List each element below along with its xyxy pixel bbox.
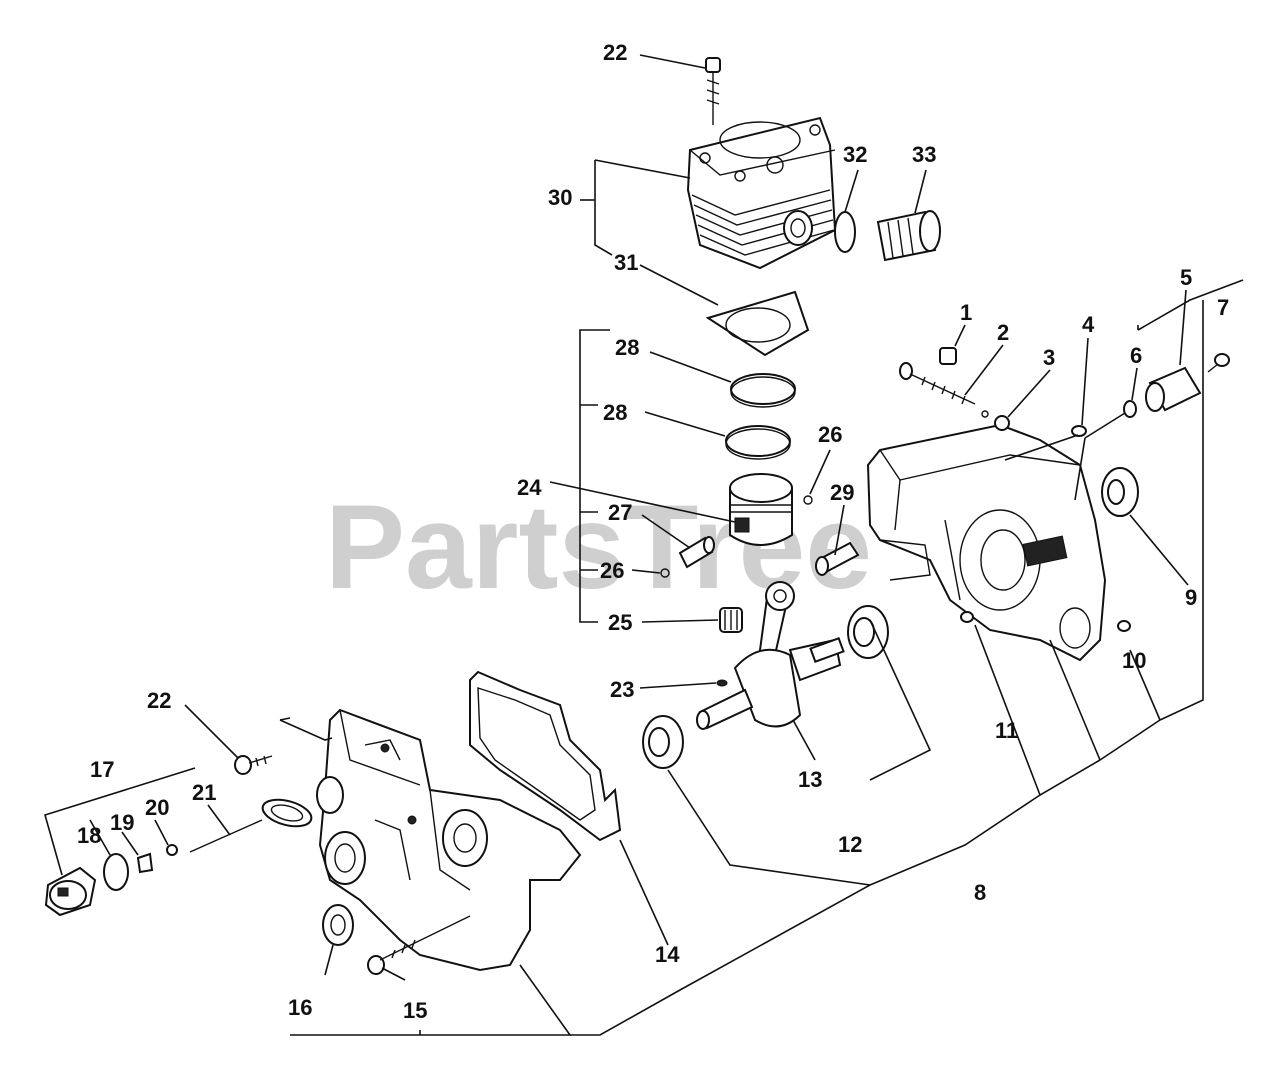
callout-30: 30 (548, 185, 572, 210)
callout-1: 1 (960, 300, 972, 325)
callout-25: 25 (608, 610, 632, 635)
callout-7: 7 (1217, 295, 1229, 320)
callout-28-upper: 28 (615, 335, 639, 360)
part-needle-bearing (719, 607, 743, 633)
callout-15: 15 (403, 998, 427, 1023)
part-crankcase-gasket (469, 670, 622, 842)
callout-33: 33 (912, 142, 936, 167)
part-washer-small (981, 410, 989, 418)
part-crankshaft (696, 581, 845, 730)
part-crankcase-right (866, 423, 1107, 662)
part-seal-right (1101, 467, 1139, 517)
part-bearing-right (847, 605, 889, 659)
part-buffer (1145, 366, 1202, 412)
part-piston-ring-1 (730, 373, 796, 405)
callout-6: 6 (1130, 343, 1142, 368)
part-crankcase-left (316, 708, 582, 972)
part-fitting-20 (166, 844, 178, 856)
part-dowel-pin-4 (1071, 425, 1087, 437)
callout-5: 5 (1180, 265, 1192, 290)
callout-8: 8 (974, 880, 986, 905)
callout-14: 14 (655, 942, 680, 967)
callout-29: 29 (830, 480, 854, 505)
callout-10: 10 (1122, 648, 1146, 673)
callout-12: 12 (838, 832, 862, 857)
part-19 (136, 852, 154, 874)
callout-27: 27 (608, 500, 632, 525)
callout-26-left: 26 (600, 558, 624, 583)
part-pin-29 (815, 541, 860, 576)
part-dowel-11 (960, 611, 974, 623)
callout-31: 31 (614, 250, 638, 275)
leader-lines (44, 54, 1244, 1036)
callout-16: 16 (288, 995, 312, 1020)
part-oil-pickup (189, 798, 313, 853)
callout-22-top: 22 (603, 40, 627, 65)
part-dowel-10 (1117, 620, 1131, 632)
callout-18: 18 (77, 823, 101, 848)
callout-28-lower: 28 (603, 400, 627, 425)
part-piston-ring-2 (725, 425, 791, 457)
part-screw-top (705, 57, 721, 125)
callout-21: 21 (192, 780, 216, 805)
part-circlip-2 (660, 568, 670, 578)
callout-32: 32 (843, 142, 867, 167)
part-screw-7 (1207, 353, 1230, 373)
part-cylinder (686, 116, 837, 270)
part-key (716, 679, 728, 687)
part-bearing-left (642, 715, 684, 769)
part-screw-lower (234, 755, 273, 775)
callout-24: 24 (517, 475, 542, 500)
part-long-screw (899, 362, 976, 405)
part-circlip-1 (803, 495, 813, 505)
callout-22-lower: 22 (147, 688, 171, 713)
callout-26-right: 26 (818, 422, 842, 447)
part-nut (939, 347, 957, 365)
part-oil-pump (44, 866, 97, 917)
part-washer-6 (1123, 400, 1137, 418)
part-clip (994, 415, 1010, 431)
callout-labels: 22 30 31 32 33 28 28 24 27 26 25 23 26 2… (77, 40, 1229, 1023)
callout-13: 13 (798, 767, 822, 792)
part-cylinder-gasket (705, 290, 810, 357)
callout-11: 11 (995, 718, 1018, 743)
part-intake-boot (876, 210, 941, 262)
callout-3: 3 (1043, 345, 1055, 370)
callout-17: 17 (90, 757, 114, 782)
part-piston-pin (678, 536, 715, 569)
part-o-ring (103, 853, 129, 891)
callout-2: 2 (997, 320, 1009, 345)
callout-4: 4 (1082, 312, 1095, 337)
part-screw-15 (367, 915, 471, 975)
callout-23: 23 (610, 677, 634, 702)
callout-20: 20 (145, 795, 169, 820)
part-ring-small (834, 211, 856, 253)
part-seal-left (322, 904, 354, 946)
callout-9: 9 (1185, 585, 1197, 610)
callout-19: 19 (110, 810, 134, 835)
part-piston (729, 473, 793, 546)
